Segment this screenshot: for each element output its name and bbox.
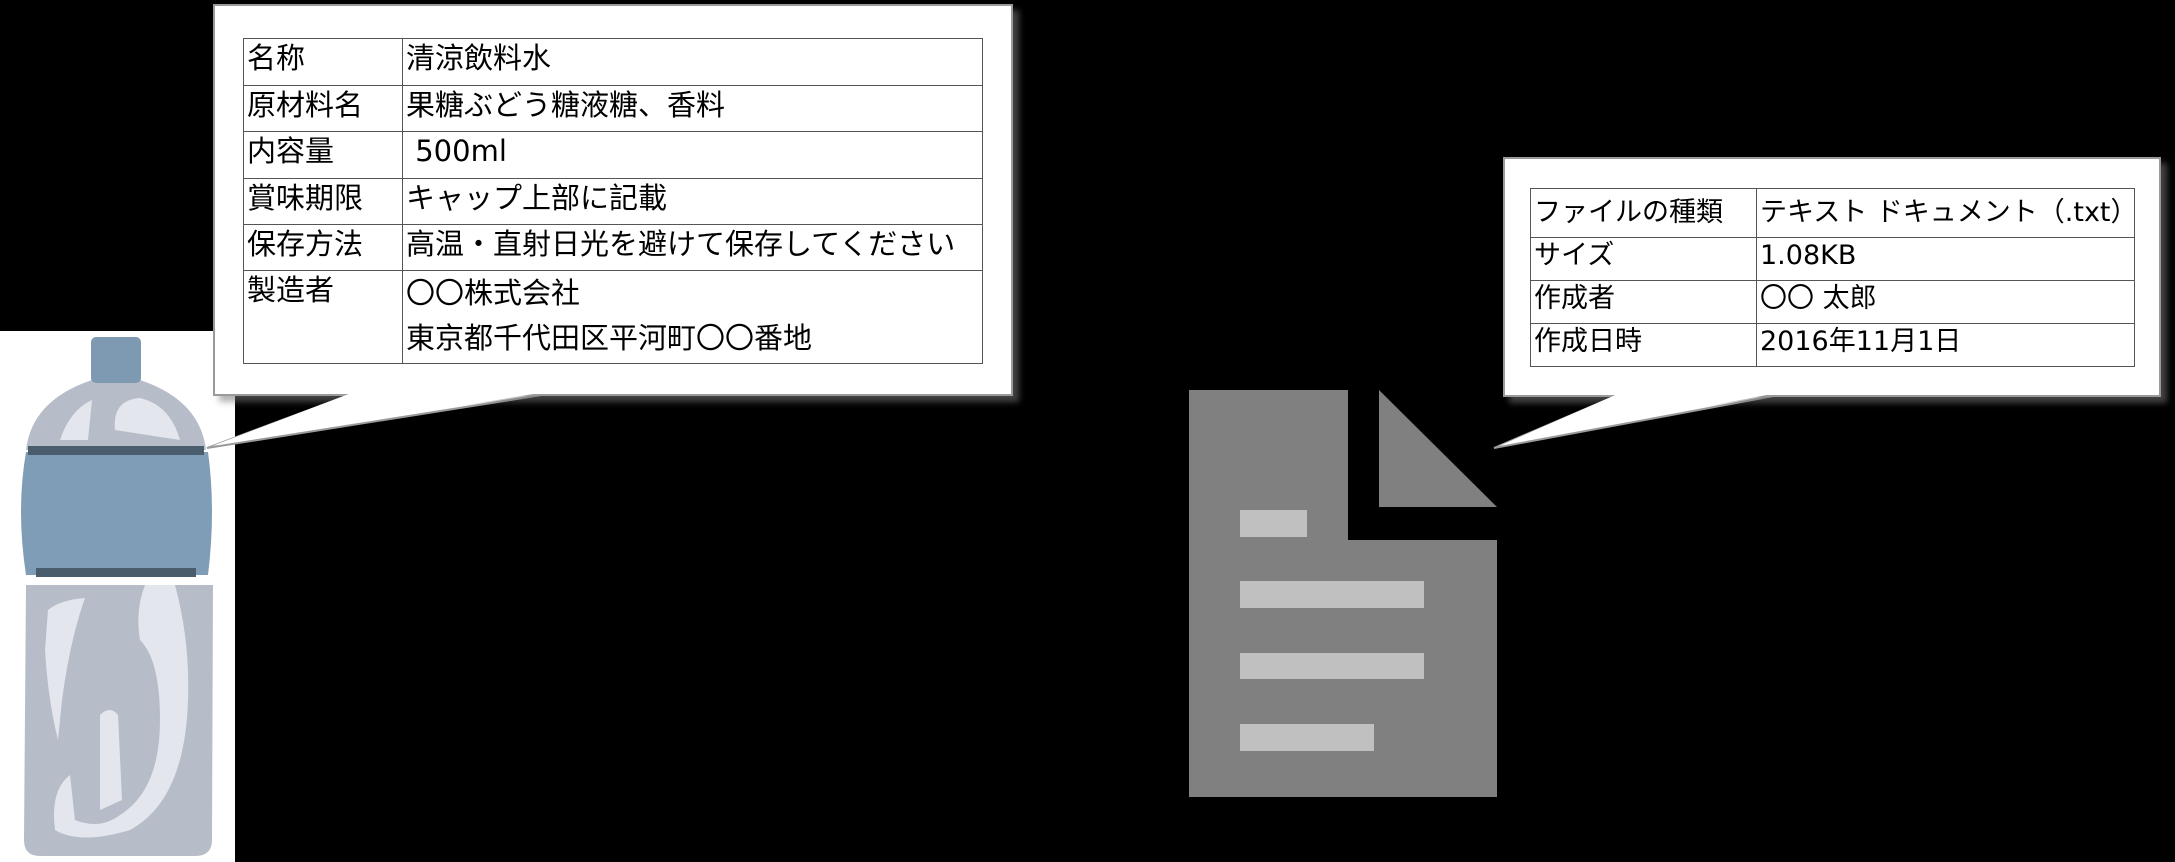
manufacturer-name: 〇〇株式会社 — [406, 276, 581, 310]
table-row: 内容量 500ml — [243, 131, 983, 179]
row-key: 製造者 — [243, 270, 403, 364]
property-value: 2016年11月1日 — [1756, 323, 2135, 367]
table-row: サイズ 1.08KB — [1530, 237, 2135, 281]
row-value: キャップ上部に記載 — [402, 178, 983, 225]
property-value: 〇〇 太郎 — [1756, 280, 2135, 324]
table-row: 賞味期限 キャップ上部に記載 — [243, 178, 983, 225]
row-key: 保存方法 — [243, 224, 403, 271]
property-key: 作成日時 — [1530, 323, 1757, 367]
property-value: テキスト ドキュメント（.txt） — [1756, 188, 2135, 238]
property-value: 1.08KB — [1756, 237, 2135, 281]
table-row: 製造者 〇〇株式会社 東京都千代田区平河町〇〇番地 — [243, 270, 983, 364]
property-key: 作成者 — [1530, 280, 1757, 324]
table-row: 作成日時 2016年11月1日 — [1530, 323, 2135, 367]
table-row: ファイルの種類 テキスト ドキュメント（.txt） — [1530, 188, 2135, 238]
row-value: 清涼飲料水 — [402, 38, 983, 86]
product-label-table: 名称 清涼飲料水 原材料名 果糖ぶどう糖液糖、香料 内容量 500ml 賞味期限… — [243, 38, 983, 364]
property-key: ファイルの種類 — [1530, 188, 1757, 238]
manufacturer-address: 東京都千代田区平河町〇〇番地 — [406, 321, 813, 355]
table-row: 保存方法 高温・直射日光を避けて保存してください — [243, 224, 983, 271]
row-key: 内容量 — [243, 131, 403, 179]
table-row: 作成者 〇〇 太郎 — [1530, 280, 2135, 324]
row-key: 名称 — [243, 38, 403, 86]
row-value: 〇〇株式会社 東京都千代田区平河町〇〇番地 — [402, 270, 983, 364]
file-properties-table: ファイルの種類 テキスト ドキュメント（.txt） サイズ 1.08KB 作成者… — [1530, 188, 2135, 367]
row-value: 高温・直射日光を避けて保存してください — [402, 224, 983, 271]
property-key: サイズ — [1530, 237, 1757, 281]
row-key: 賞味期限 — [243, 178, 403, 225]
table-row: 名称 清涼飲料水 — [243, 38, 983, 86]
row-key: 原材料名 — [243, 85, 403, 132]
